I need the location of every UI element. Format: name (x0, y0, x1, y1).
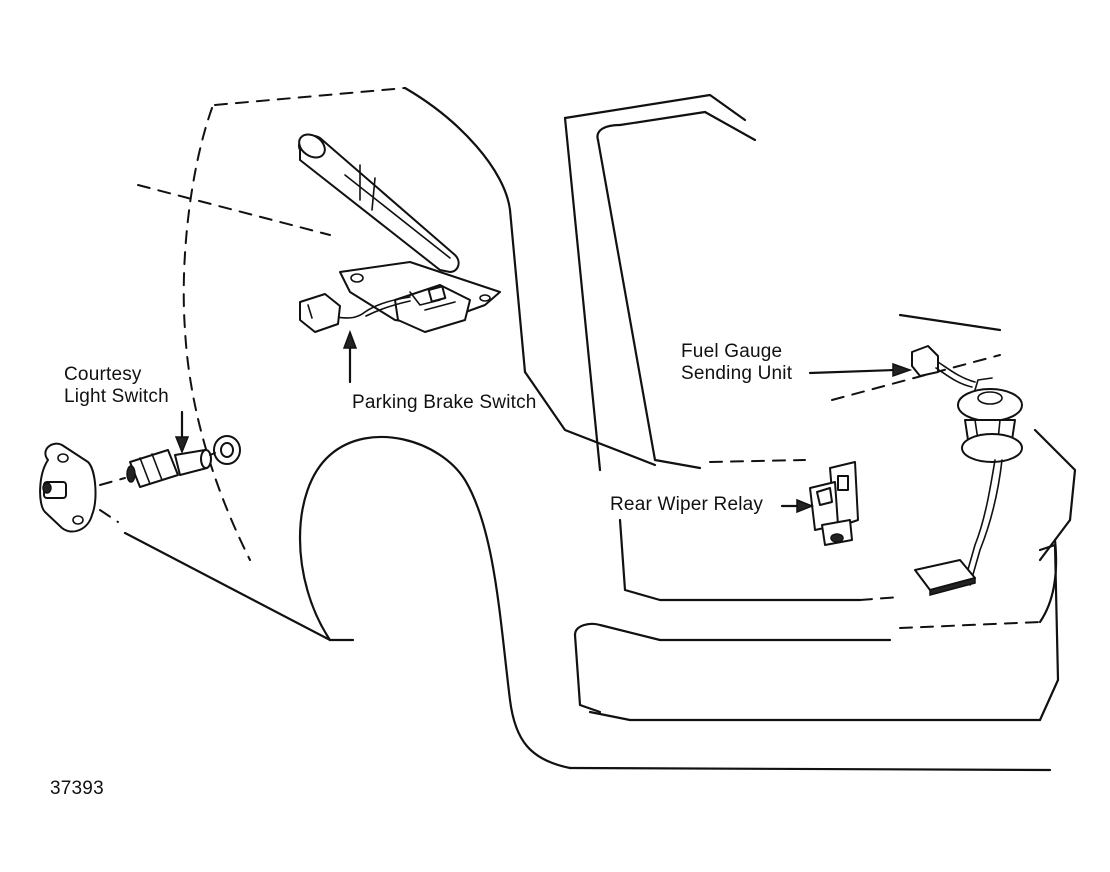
rear-wiper-arrow (780, 498, 815, 514)
courtesy-light-switch-arrow (174, 410, 190, 455)
fuel-gauge-label-line1: Fuel Gauge (681, 341, 783, 362)
courtesy-light-switch-label-line1: Courtesy (64, 364, 142, 385)
courtesy-light-switch-label-line2: Light Switch (64, 386, 169, 407)
rear-wiper-relay-label: Rear Wiper Relay (610, 494, 764, 515)
vehicle-body-outline (99, 86, 1077, 772)
fuel-gauge-label-line2: Sending Unit (681, 363, 793, 384)
parking-brake-switch-label: Parking Brake Switch (352, 392, 537, 413)
figure-number: 37393 (50, 778, 104, 799)
fuel-gauge-arrow (808, 362, 913, 378)
rear-wiper-relay-part (809, 461, 859, 546)
parking-brake-switch-part (299, 284, 471, 333)
parking-brake-arrow (342, 329, 358, 384)
courtesy-light-switch-part (39, 435, 241, 533)
fuel-gauge-sending-unit-part (911, 345, 1023, 596)
